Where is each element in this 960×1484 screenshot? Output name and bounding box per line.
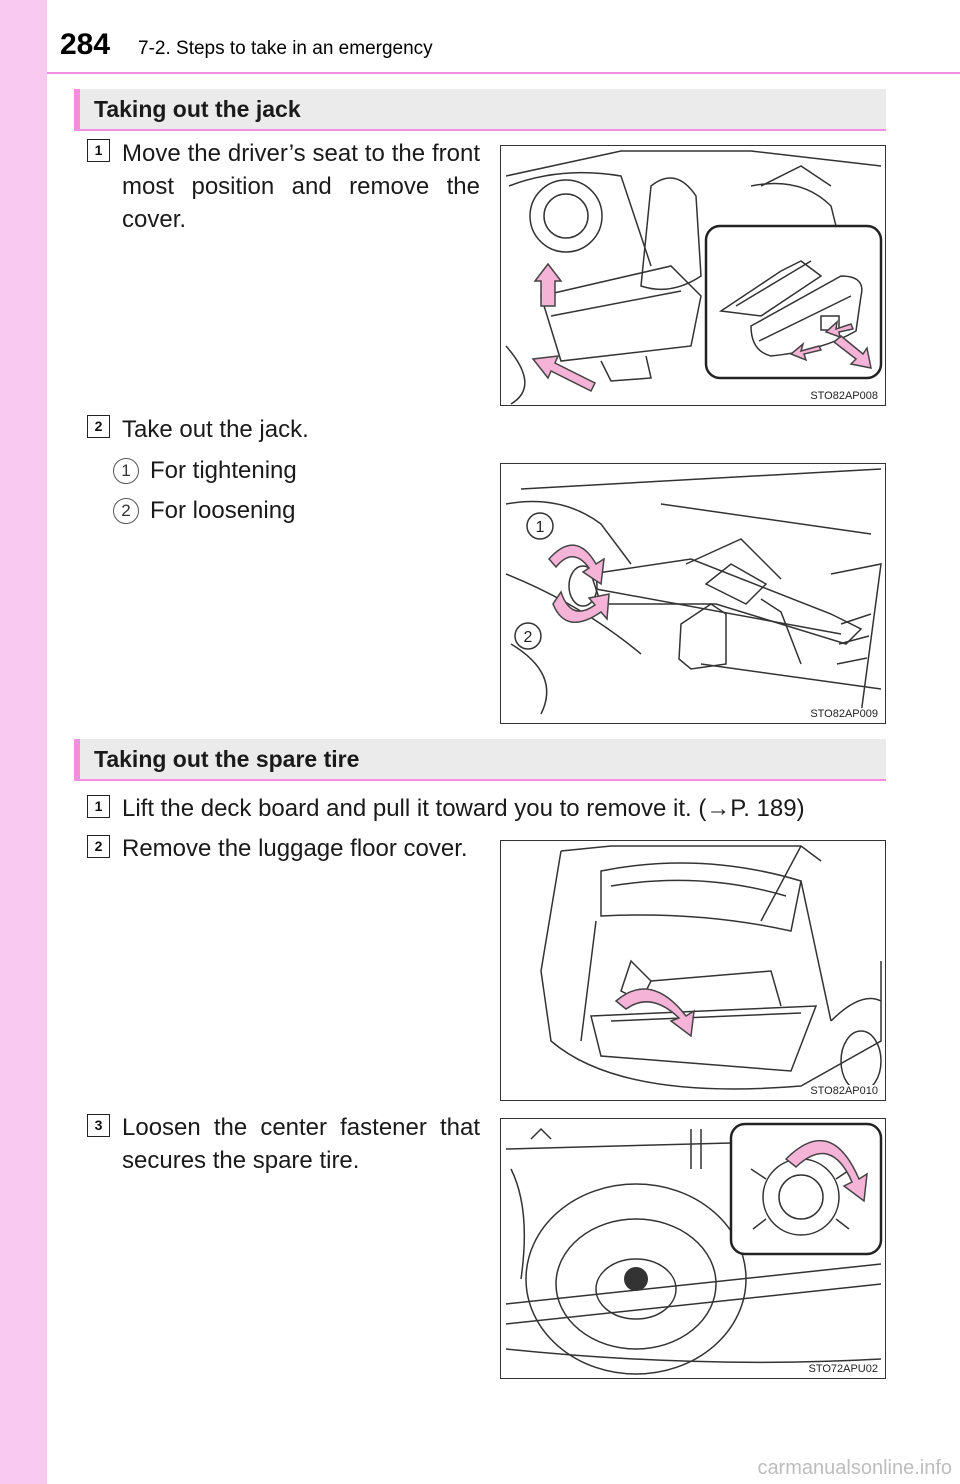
step-text-take-out-jack: Take out the jack. xyxy=(122,416,309,443)
callout-1: 1 xyxy=(536,519,545,536)
figure-jack: 1 2 STO82AP009 xyxy=(500,463,886,724)
header-rule xyxy=(47,72,960,74)
rotation-arrows xyxy=(547,544,610,624)
step-text-lift-deck-board: Lift the deck board and pull it toward y… xyxy=(122,795,805,822)
step-text-remove-floor-cover: Remove the luggage floor cover. xyxy=(122,835,468,862)
sub-item-number: 2 xyxy=(113,498,139,524)
page-number: 284 xyxy=(60,28,111,61)
figure-code: STO82AP008 xyxy=(808,390,880,402)
figure-callouts: 1 2 xyxy=(514,512,554,650)
chapter-title: 7-2. Steps to take in an emergency xyxy=(138,38,433,59)
sub-item-label: For tightening xyxy=(150,457,297,484)
step-text-loosen-fastener: Loosen the center fastener that secures … xyxy=(122,1114,480,1174)
sub-item-label: For loosening xyxy=(150,497,296,524)
step-number-1: 1 xyxy=(87,139,110,162)
section-heading-spare-tire: Taking out the spare tire xyxy=(74,739,886,781)
figure-code: STO82AP010 xyxy=(808,1085,880,1097)
callout-2: 2 xyxy=(524,629,533,646)
step-number-2: 2 xyxy=(87,415,110,438)
watermark: carmanualsonline.info xyxy=(757,1457,952,1479)
step-number-3: 3 xyxy=(87,1114,110,1137)
center-fastener xyxy=(624,1267,648,1291)
luggage-cover-illustration xyxy=(540,845,882,1092)
figure-code: STO72APU02 xyxy=(806,1363,880,1375)
loosen-arrow xyxy=(784,1140,868,1203)
sub-item-number: 1 xyxy=(113,458,139,484)
section-heading-jack: Taking out the jack xyxy=(74,89,886,131)
side-bar xyxy=(0,0,47,1484)
figure-luggage-cover: STO82AP010 xyxy=(500,840,886,1101)
jack-illustration: 1 2 xyxy=(505,468,882,715)
step-number-1: 1 xyxy=(87,795,110,818)
figure-seat-cover: STO82AP008 xyxy=(500,145,886,406)
callout-circle xyxy=(514,622,542,650)
lift-arrow xyxy=(614,988,695,1038)
callout-circle xyxy=(526,512,554,540)
step-number-2: 2 xyxy=(87,835,110,858)
spare-tire-illustration xyxy=(505,1122,883,1375)
figure-spare-tire: STO72APU02 xyxy=(500,1118,886,1379)
figure-code: STO82AP009 xyxy=(808,708,880,720)
step-text-move-seat: Move the driver’s seat to the front most… xyxy=(122,140,480,233)
direction-arrows xyxy=(531,262,872,393)
seat-cover-illustration xyxy=(505,150,883,405)
